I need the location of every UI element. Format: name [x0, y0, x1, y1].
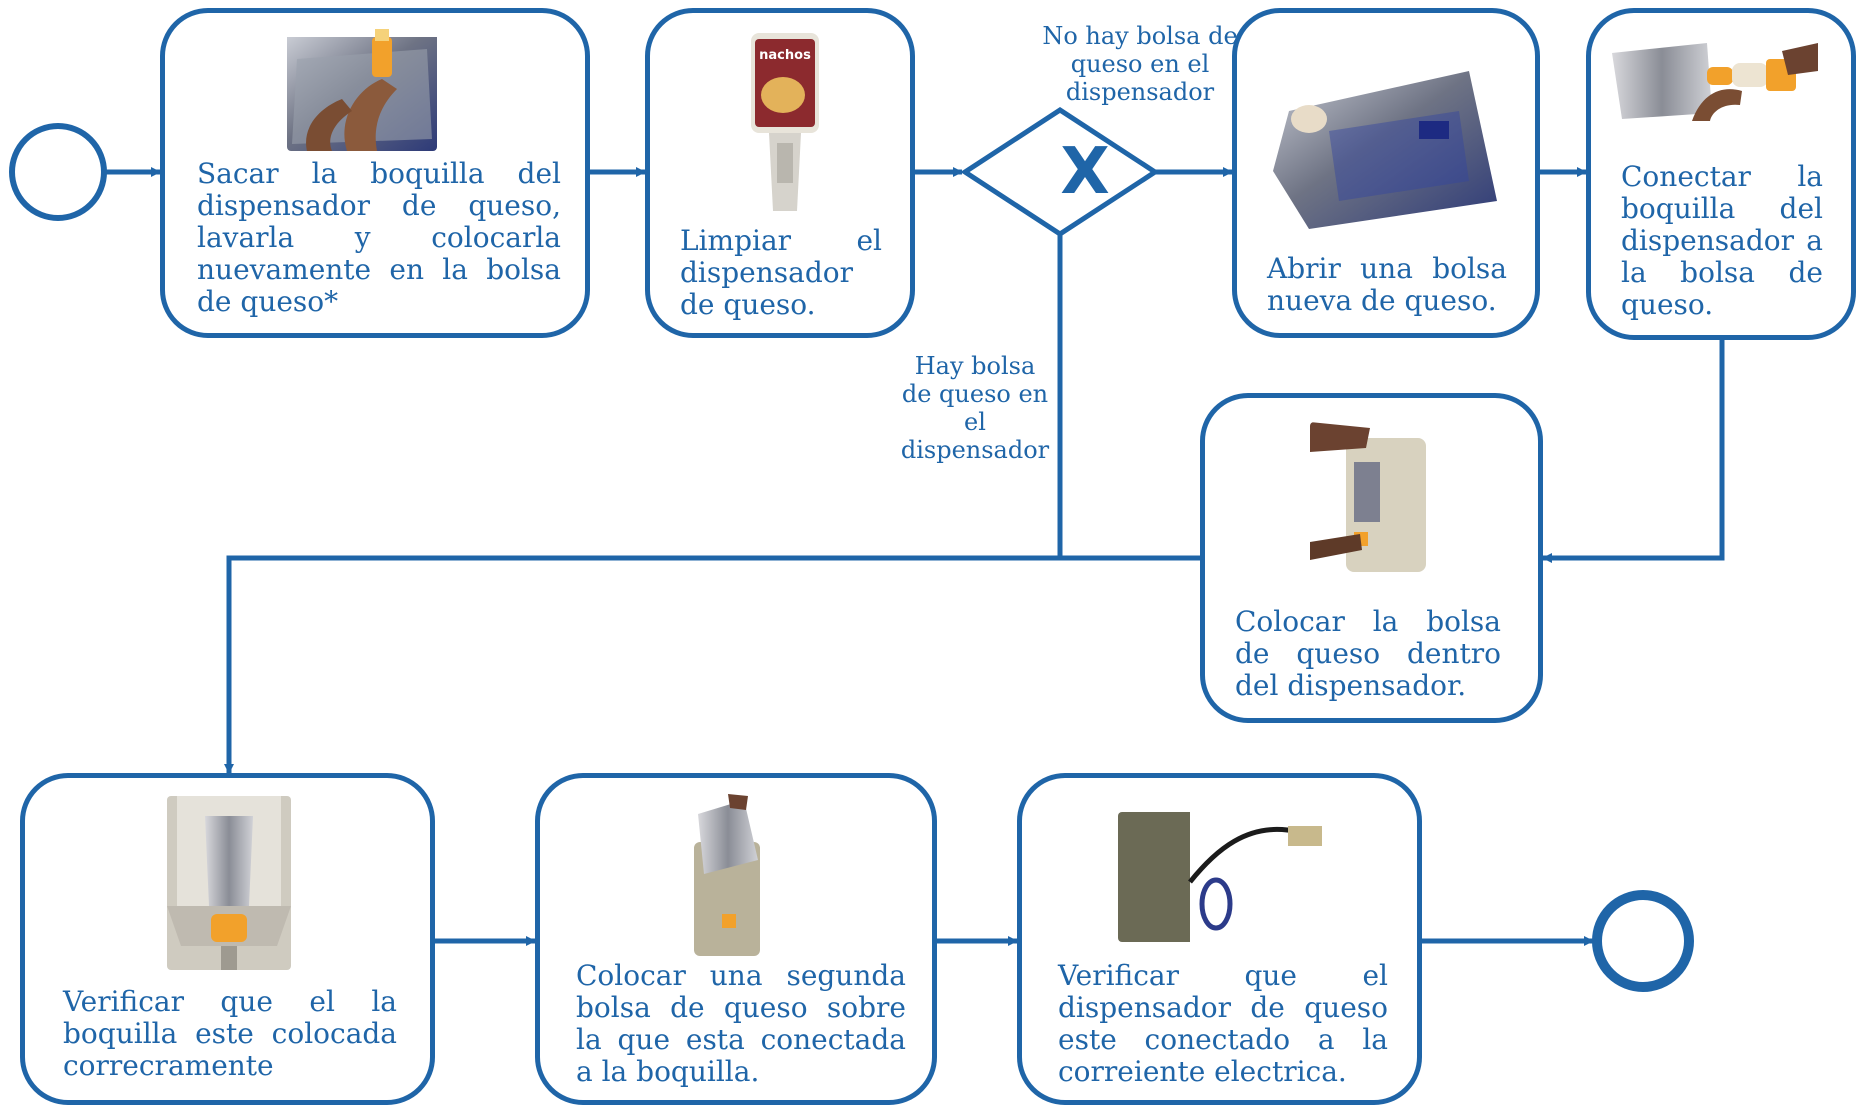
task-box-open-bag[interactable]: Abrir una bolsa nueva de queso. — [1232, 8, 1540, 338]
flow-t4-to-t5 — [1542, 340, 1725, 563]
task-box-clean-dispenser[interactable]: nachos Limpiar el dispensador de queso. — [645, 8, 915, 338]
task-text: Conectar la boquilla del dispensador a l… — [1621, 160, 1823, 321]
photo-hands-nozzle — [287, 29, 437, 151]
photo-connect-nozzle — [1612, 33, 1818, 121]
task-text: Verificar que el dispensador de queso es… — [1058, 959, 1388, 1088]
svg-text:nachos: nachos — [759, 48, 811, 63]
photo-second-bag — [688, 794, 764, 956]
task-box-insert-bag[interactable]: Colocar la bolsa de queso dentro del dis… — [1200, 393, 1543, 723]
end-event — [1592, 890, 1694, 992]
photo-foil-bag — [1269, 51, 1501, 233]
task-box-remove-nozzle[interactable]: Sacar la boquilla del dispensador de que… — [160, 8, 590, 338]
task-text: Verificar que el la boquilla este coloca… — [63, 985, 397, 1082]
photo-nachos-dispenser: nachos — [745, 33, 825, 211]
task-text: Colocar una segunda bolsa de queso sobre… — [576, 959, 906, 1088]
photo-nozzle-in-dispenser — [167, 796, 291, 970]
label-no-bag: No hay bolsa de queso en el dispensador — [1042, 22, 1238, 106]
task-text: Limpiar el dispensador de queso. — [680, 224, 882, 321]
start-event — [9, 123, 107, 221]
task-text: Colocar la bolsa de queso dentro del dis… — [1235, 605, 1501, 702]
task-box-verify-nozzle[interactable]: Verificar que el la boquilla este coloca… — [20, 773, 435, 1105]
task-box-second-bag[interactable]: Colocar una segunda bolsa de queso sobre… — [535, 773, 937, 1105]
gateway-x-symbol: X — [1060, 135, 1110, 209]
label-has-bag: Hay bolsa de queso en el dispensador — [900, 352, 1050, 464]
task-text: Sacar la boquilla del dispensador de que… — [197, 157, 561, 318]
task-text: Abrir una bolsa nueva de queso. — [1267, 252, 1507, 317]
photo-power-cable — [1118, 812, 1336, 942]
task-box-connect-nozzle[interactable]: Conectar la boquilla del dispensador a l… — [1586, 8, 1856, 340]
task-box-verify-power[interactable]: Verificar que el dispensador de queso es… — [1017, 773, 1422, 1105]
flow-gateway-to-t6 — [224, 234, 1063, 774]
photo-insert-bag — [1310, 422, 1432, 572]
